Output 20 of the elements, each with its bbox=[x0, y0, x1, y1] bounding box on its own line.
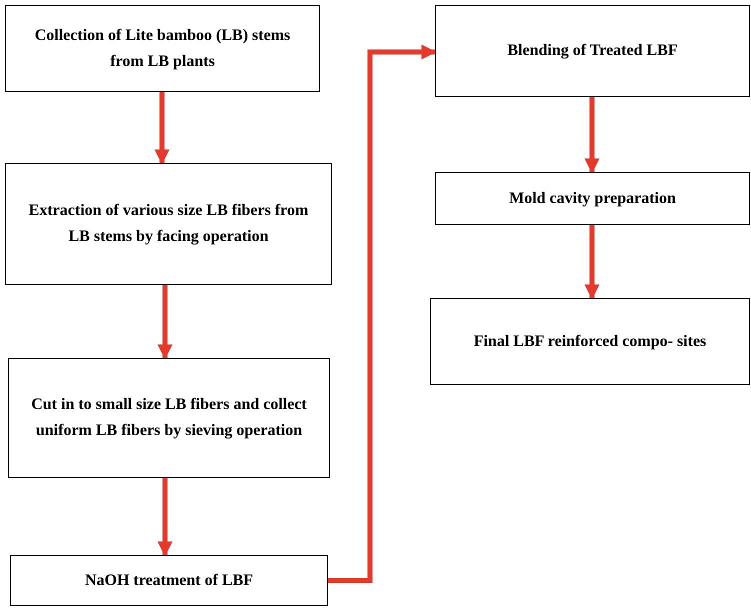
process-box bbox=[430, 298, 750, 385]
arrow bbox=[328, 44, 436, 583]
step-text: Blending of Treated LBF bbox=[507, 41, 678, 62]
process-box bbox=[435, 5, 750, 97]
step-text: Extraction of various size LB fibers from LB stems by facing operation bbox=[28, 201, 309, 247]
step-text: Cut in to small size LB fibers and collect uniform LB fibers by sieving operation bbox=[31, 395, 307, 441]
step-text: Collection of Lite bamboo (LB) stems from LB plants bbox=[34, 26, 292, 72]
arrow bbox=[158, 478, 172, 556]
process-box bbox=[5, 163, 332, 285]
step-text: Final LBF reinforced compo- sites bbox=[474, 332, 706, 352]
process-box bbox=[8, 358, 330, 478]
step-text: NaOH treatment of LBF bbox=[84, 570, 254, 591]
process-box bbox=[10, 555, 328, 606]
process-box bbox=[5, 5, 320, 92]
process-box bbox=[435, 172, 750, 225]
step-text: Mold cavity preparation bbox=[509, 188, 676, 209]
arrow bbox=[158, 285, 172, 360]
arrow bbox=[584, 97, 600, 174]
arrow bbox=[584, 225, 600, 300]
arrow bbox=[154, 92, 170, 164]
